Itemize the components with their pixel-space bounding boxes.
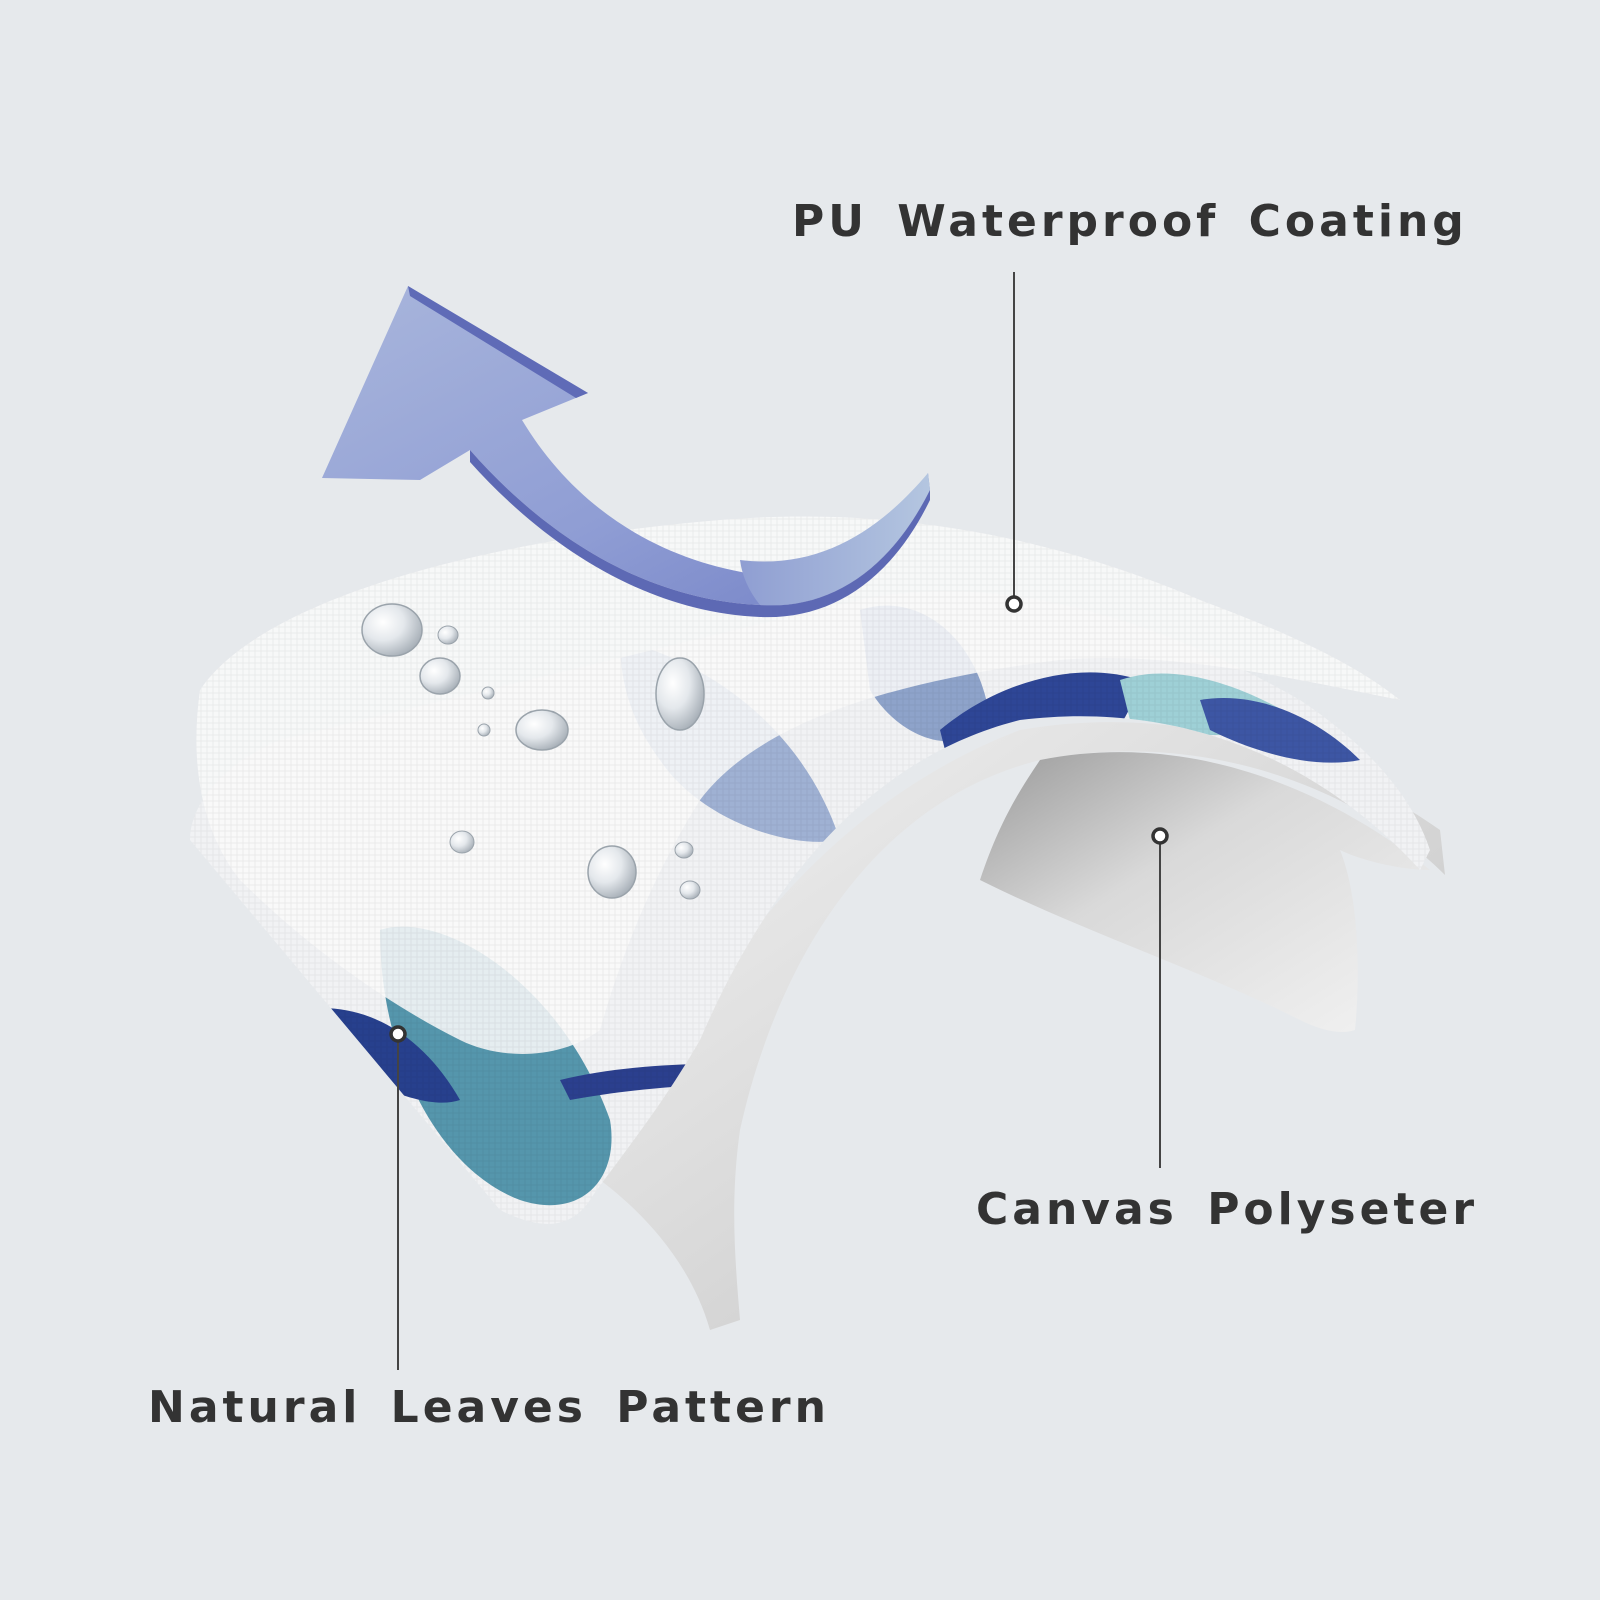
pu-waterproof-coating-label: PU Waterproof Coating — [792, 196, 1468, 247]
natural-leaves-pattern-label: Natural Leaves Pattern — [148, 1382, 830, 1433]
water-droplet-icon — [477, 723, 491, 737]
callout-pointers — [389, 272, 1169, 1370]
coating-marker — [1005, 595, 1023, 613]
pattern-marker — [389, 1025, 407, 1043]
water-droplet-icon — [674, 841, 694, 859]
water-droplet-icon — [481, 686, 495, 700]
pu-coating-layer — [196, 516, 1401, 1054]
water-droplet-icon — [437, 625, 459, 645]
water-droplet-icon — [419, 657, 461, 695]
water-droplet-icon — [587, 845, 637, 899]
water-droplet-icon — [361, 603, 423, 657]
canvas-polyester-label: Canvas Polyseter — [976, 1184, 1479, 1235]
curved-up-arrow-icon — [322, 286, 930, 618]
water-droplet-icon — [679, 880, 701, 900]
water-droplet-icon — [449, 830, 475, 854]
water-droplet-icon — [515, 709, 569, 751]
canvas-layer — [600, 722, 1445, 1330]
water-droplet-icon — [655, 657, 705, 731]
water-droplets — [361, 603, 705, 900]
canvas-marker — [1151, 827, 1169, 845]
